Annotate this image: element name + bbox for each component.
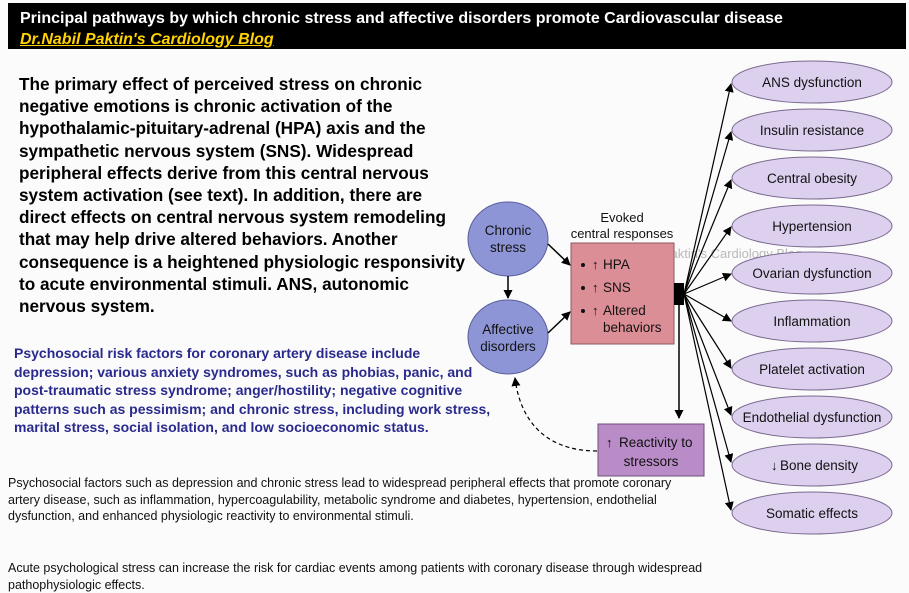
up-arrow-icon: ↑: [592, 257, 599, 272]
arrow-affective-to-responses: [547, 311, 571, 334]
arrow-stress-to-responses: [547, 243, 571, 266]
outcome-label: Endothelial dysfunction: [743, 410, 882, 425]
reactivity-label-1: Reactivity to: [619, 435, 693, 450]
intro-text: The primary effect of perceived stress o…: [19, 74, 466, 317]
evoked-title-1: Evoked: [600, 210, 643, 225]
dashed-feedback-arrow: [511, 377, 598, 452]
outcome-label: Ovarian dysfunction: [752, 266, 871, 281]
outcome-label: Hypertension: [772, 219, 852, 234]
outcome-endothelial-dysfunction: Endothelial dysfunction: [731, 395, 893, 439]
outcome-insulin-resistance: Insulin resistance: [731, 108, 893, 152]
outcome-somatic-effects: Somatic effects: [731, 491, 893, 535]
down-arrow-icon: ↓: [771, 458, 778, 473]
outcome-label: Central obesity: [767, 171, 857, 186]
outcome-hypertension: Hypertension: [731, 204, 893, 248]
up-arrow-icon: ↑: [606, 435, 613, 450]
blog-link[interactable]: Dr.Nabil Paktin's Cardiology Blog: [20, 31, 274, 48]
up-arrow-icon: ↑: [592, 280, 599, 295]
response-altered: Altered: [603, 303, 646, 318]
chronic-stress-label-1: Chronic: [485, 223, 532, 238]
outcome-ovarian-dysfunction: Ovarian dysfunction: [731, 251, 893, 295]
outcome-label: Inflammation: [773, 314, 850, 329]
outcome-label: Somatic effects: [766, 506, 858, 521]
outcome-bone-density: ↓ Bone density: [731, 443, 893, 487]
header-bar: Principal pathways by which chronic stre…: [8, 3, 906, 49]
affective-disorders-label-1: Affective: [482, 322, 534, 337]
response-hpa: HPA: [603, 257, 630, 272]
outcome-arrows: [683, 83, 734, 511]
chronic-stress-label-2: stress: [490, 240, 526, 255]
response-sns: SNS: [603, 280, 631, 295]
outcome-central-obesity: Central obesity: [731, 156, 893, 200]
reactivity-label-2: stressors: [624, 454, 679, 469]
chronic-stress-node: Chronic stress: [467, 201, 549, 277]
up-arrow-icon: ↑: [592, 303, 599, 318]
outcome-label: Bone density: [780, 458, 858, 473]
outcome-inflammation: Inflammation: [731, 299, 893, 343]
paragraph-acute-stress: Acute psychological stress can increase …: [8, 561, 703, 592]
risk-factors-text: Psychosocial risk factors for coronary a…: [14, 345, 491, 435]
outcome-ans-dysfunction: ANS dysfunction: [731, 60, 893, 104]
outcome-label: Platelet activation: [759, 362, 865, 377]
affective-disorders-label-2: disorders: [480, 339, 536, 354]
hub-connector: [674, 283, 684, 305]
outcome-label: ANS dysfunction: [762, 75, 862, 90]
page-title: Principal pathways by which chronic stre…: [20, 10, 783, 27]
response-behaviors: behaviors: [603, 320, 662, 335]
affective-disorders-node: Affective disorders: [467, 299, 549, 375]
evoked-title-2: central responses: [571, 226, 674, 241]
outcome-label: Insulin resistance: [760, 123, 864, 138]
paragraph-peripheral-effects: Psychosocial factors such as depression …: [8, 476, 672, 523]
reactivity-box: ↑ Reactivity to stressors: [597, 423, 705, 477]
evoked-responses-box: ↑ HPA ↑ SNS ↑ Altered behaviors: [570, 242, 675, 345]
outcome-platelet-activation: Platelet activation: [731, 347, 893, 391]
